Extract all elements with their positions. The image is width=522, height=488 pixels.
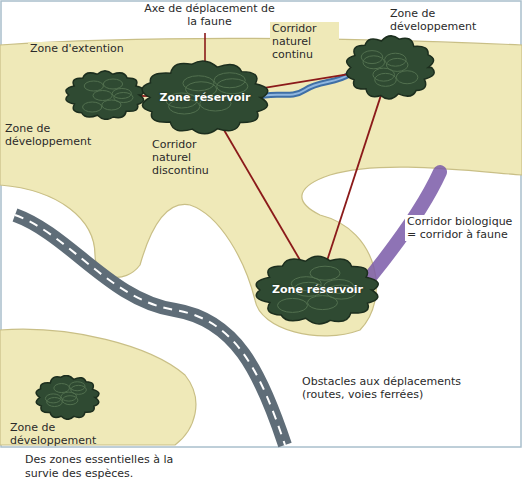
habitat-blob xyxy=(345,35,435,100)
movement-axis xyxy=(223,128,301,261)
habitat-zone: Zone réservoir xyxy=(255,255,380,325)
map-label: Corridor biologique = corridor à faune xyxy=(405,215,517,241)
habitat-zone: Zone de développement xyxy=(65,70,145,120)
zone-name: Zone réservoir xyxy=(255,283,380,296)
caption: Des zones essentielles à la survie des e… xyxy=(25,453,175,482)
map-label: Obstacles aux déplacements (routes, voie… xyxy=(300,375,489,401)
road-marking xyxy=(15,215,285,445)
habitat-zone: Zone de développement xyxy=(345,35,435,100)
stream xyxy=(255,74,350,98)
habitat-blob xyxy=(65,70,145,120)
map-label: Corridor naturel discontinu xyxy=(150,138,226,178)
natural-area xyxy=(0,39,522,336)
road xyxy=(15,215,285,445)
leader-line xyxy=(204,33,206,64)
stream xyxy=(255,74,350,98)
map-label: Zone d'extention xyxy=(28,42,142,55)
zone-heading: Zone de développement xyxy=(390,7,505,33)
movement-axis xyxy=(258,73,353,88)
zone-heading: Zone de développement xyxy=(5,122,105,148)
habitat-zone: Zone réservoir xyxy=(140,60,270,135)
map-label: Corridor naturel continu xyxy=(270,22,339,62)
map-label: Axe de déplacement de la faune xyxy=(140,2,279,28)
figure-frame xyxy=(1,1,521,447)
habitat-zone: Zone de développement xyxy=(35,375,100,420)
zone-heading: Zone de développement xyxy=(10,421,110,447)
habitat-blob xyxy=(35,375,100,420)
zone-name: Zone réservoir xyxy=(140,91,270,104)
movement-axis xyxy=(327,94,381,261)
